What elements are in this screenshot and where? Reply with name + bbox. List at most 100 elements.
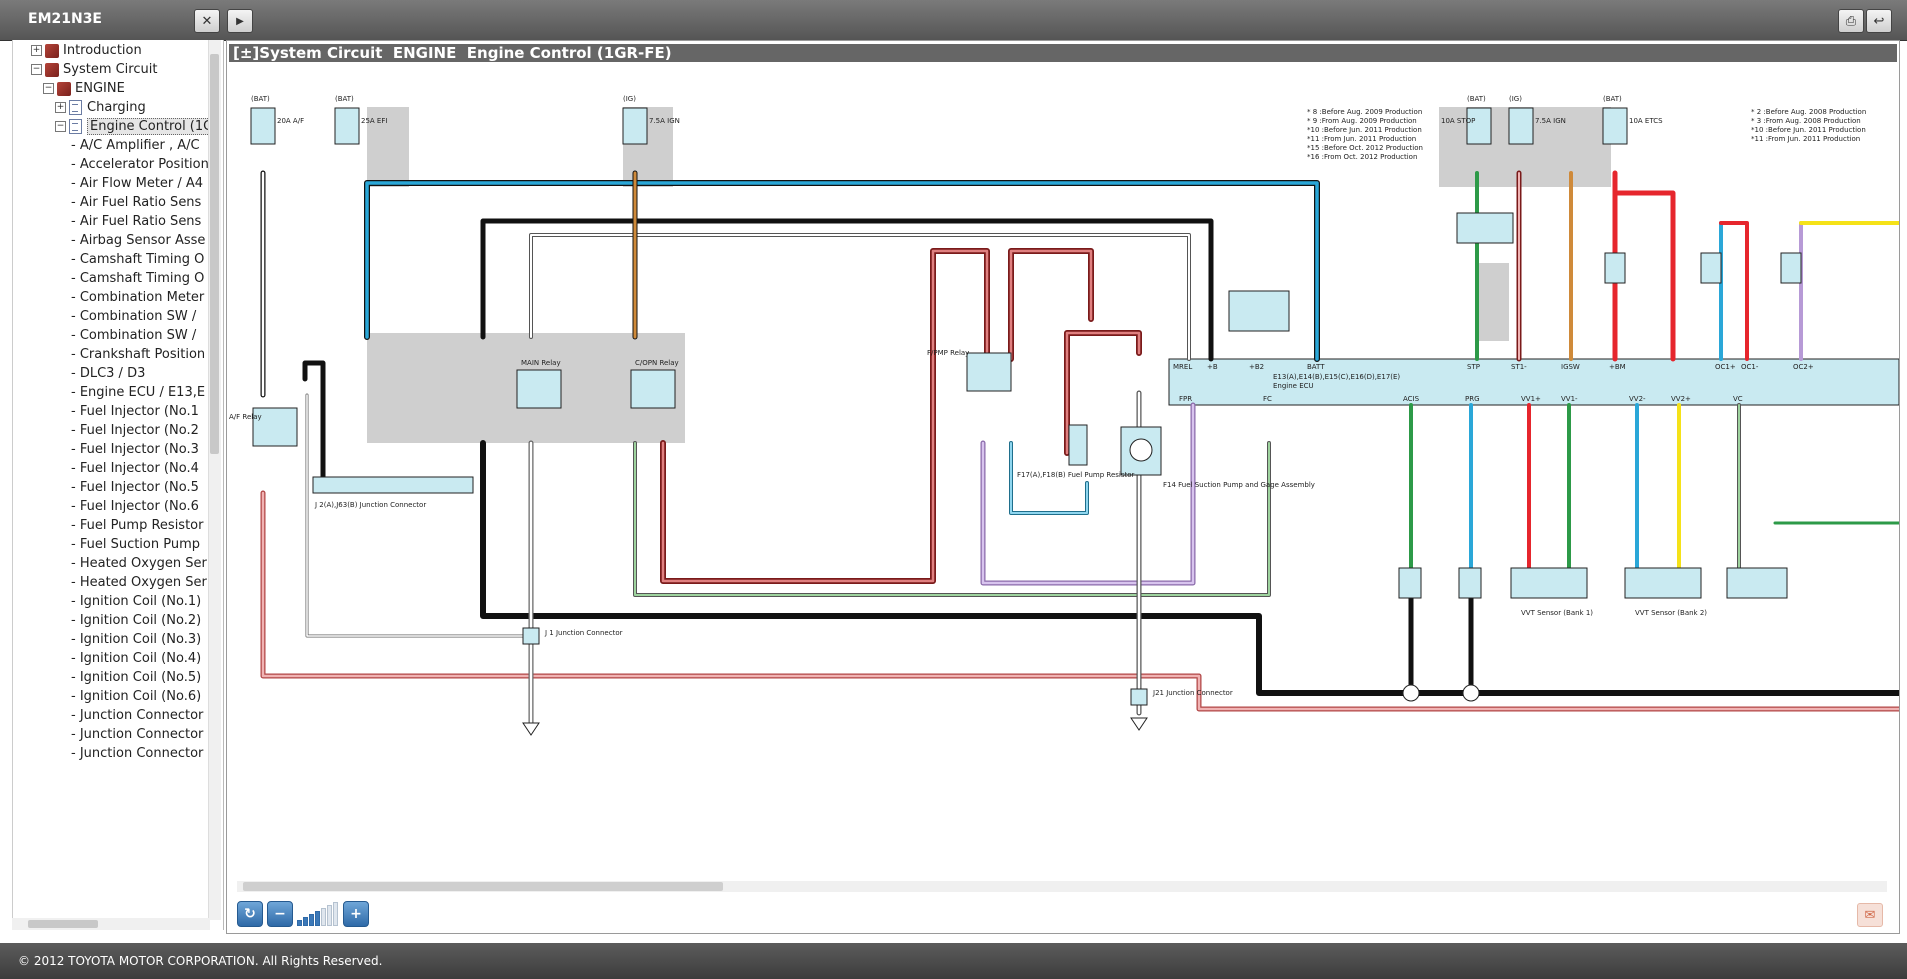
tree-item-label: - Fuel Injector (No.5 — [71, 480, 199, 495]
tree-item[interactable]: +Introduction — [31, 40, 142, 62]
tree-vertical-scrollbar[interactable] — [208, 40, 221, 920]
diagram-horizontal-scrollbar[interactable] — [237, 881, 1887, 892]
diagram-title[interactable]: [±]System Circuit ENGINE Engine Control … — [229, 44, 1897, 62]
tree-item[interactable]: - Combination Meter — [71, 287, 204, 309]
tree-item[interactable]: - Ignition Coil (No.6) — [71, 686, 201, 708]
tree-item[interactable]: - Ignition Coil (No.2) — [71, 610, 201, 632]
tree-item[interactable]: - Fuel Injector (No.6 — [71, 496, 199, 518]
book-icon — [57, 81, 71, 96]
refresh-icon: ↻ — [244, 906, 256, 922]
play-button[interactable]: ▶ — [227, 9, 253, 33]
tree-item[interactable]: - Fuel Injector (No.5 — [71, 477, 199, 499]
ecu-pin: PRG — [1465, 395, 1480, 403]
pump-label: F14 Fuel Suction Pump and Gage Assembly — [1163, 481, 1315, 489]
tree-item-label: - Junction Connector — [71, 746, 204, 761]
close-button[interactable]: ✕ — [194, 9, 220, 33]
tree-item[interactable]: - Ignition Coil (No.5) — [71, 667, 201, 689]
wiring-diagram[interactable]: (BAT) (BAT) (IG) (BAT) (IG) (BAT) 20A A/… — [227, 63, 1899, 878]
ecu-connector-label: E13(A),E14(B),E15(C),E16(D),E17(E) — [1273, 373, 1400, 381]
zoom-level-step[interactable] — [333, 902, 338, 926]
tree-item[interactable]: - Camshaft Timing O — [71, 268, 204, 290]
tree-item[interactable]: - Ignition Coil (No.3) — [71, 629, 201, 651]
scrollbar-thumb[interactable] — [210, 54, 219, 454]
zoom-level-step[interactable] — [321, 908, 326, 926]
collapse-icon[interactable]: − — [31, 64, 42, 75]
print-button[interactable]: ⎙ — [1838, 9, 1864, 33]
tree-item[interactable]: - Accelerator Position — [71, 154, 209, 176]
zoom-in-button[interactable]: + — [343, 901, 369, 927]
zoom-level-step[interactable] — [315, 911, 320, 926]
fpump-relay-label: F/PMP Relay — [927, 349, 969, 357]
collapse-icon[interactable]: − — [43, 83, 54, 94]
reset-zoom-button[interactable]: ↻ — [237, 901, 263, 927]
zoom-in-icon: + — [350, 906, 362, 922]
tree-item-label: Charging — [87, 100, 146, 115]
ecu-pin: VV2- — [1629, 395, 1646, 403]
tree-item[interactable]: - Camshaft Timing O — [71, 249, 204, 271]
tree-item-label: - Fuel Injector (No.4 — [71, 461, 199, 476]
tree-item[interactable]: - DLC3 / D3 — [71, 363, 145, 385]
tree-item[interactable]: - Junction Connector — [71, 705, 203, 727]
tree-item-label: Engine Control (1G — [87, 118, 217, 135]
tree-item-label: - Airbag Sensor Asse — [71, 233, 206, 248]
fuse-rating: 20A A/F — [277, 117, 304, 125]
tree-item-label: System Circuit — [63, 62, 158, 77]
ecu-pin: VV1- — [1561, 395, 1578, 403]
comment-button[interactable]: ✉ — [1857, 903, 1883, 927]
tree-item[interactable]: - Heated Oxygen Ser — [71, 553, 207, 575]
tree-item-label: - Junction Connector — [71, 708, 204, 723]
zoom-out-button[interactable]: − — [267, 901, 293, 927]
af-relay-label: A/F Relay — [229, 413, 262, 421]
zoom-level-step[interactable] — [297, 920, 302, 926]
zoom-level-step[interactable] — [309, 914, 314, 926]
tree-item[interactable]: - Junction Connector — [71, 724, 203, 746]
tree-item-label: - Fuel Injector (No.6 — [71, 499, 199, 514]
tree-item[interactable]: - Air Fuel Ratio Sens — [71, 192, 201, 214]
page-icon — [69, 119, 82, 134]
tree-item[interactable]: - Combination SW / — [71, 325, 196, 347]
tree-item[interactable]: - Fuel Suction Pump — [71, 534, 200, 556]
tree-item[interactable]: - Airbag Sensor Asse — [71, 230, 205, 252]
tree-item[interactable]: − Engine Control (1G — [55, 116, 217, 138]
tree-item[interactable]: - Ignition Coil (No.1) — [71, 591, 201, 613]
tree-item[interactable]: - Heated Oxygen Ser — [71, 572, 207, 594]
tree-item[interactable]: - Ignition Coil (No.4) — [71, 648, 201, 670]
expand-icon[interactable]: + — [31, 45, 42, 56]
tree-item[interactable]: - Fuel Injector (No.1 — [71, 401, 199, 423]
tree-item[interactable]: - Air Fuel Ratio Sens — [71, 211, 201, 233]
copyright-text: © 2012 TOYOTA MOTOR CORPORATION. All Rig… — [18, 954, 383, 968]
tree-item[interactable]: + Charging — [55, 97, 146, 119]
tree-horizontal-scrollbar[interactable] — [12, 918, 210, 930]
ecu-pin: ST1- — [1511, 363, 1527, 371]
tree-item[interactable]: - Air Flow Meter / A4 — [71, 173, 203, 195]
junction-connector-j2 — [312, 476, 474, 494]
j1-label: J 1 Junction Connector — [544, 629, 623, 637]
tree-item[interactable]: - Fuel Injector (No.3 — [71, 439, 199, 461]
print-icon: ⎙ — [1845, 13, 1857, 29]
tree-item[interactable]: - Engine ECU / E13,E — [71, 382, 205, 404]
scrollbar-thumb[interactable] — [243, 882, 723, 891]
production-note: * 2 :Before Aug. 2008 Production — [1751, 108, 1866, 116]
scrollbar-thumb[interactable] — [28, 920, 98, 928]
fuse-bus-label: (IG) — [623, 95, 636, 103]
production-note: * 9 :From Aug. 2009 Production — [1307, 117, 1417, 125]
tree-item-label: - Combination SW / — [71, 328, 197, 343]
tree-item[interactable]: −ENGINE — [43, 78, 125, 100]
top-bar: EM21N3E ✕ ▶ ⎙ ↩ — [0, 0, 1907, 41]
tree-item[interactable]: - Fuel Pump Resistor — [71, 515, 203, 537]
tree-item[interactable]: - Fuel Injector (No.4 — [71, 458, 199, 480]
zoom-level-step[interactable] — [303, 917, 308, 926]
tree-item[interactable]: - Fuel Injector (No.2 — [71, 420, 199, 442]
production-note: *16 :From Oct. 2012 Production — [1307, 153, 1417, 161]
tree-item[interactable]: - Crankshaft Position — [71, 344, 205, 366]
tree-item[interactable]: - Combination SW / — [71, 306, 196, 328]
tree-item[interactable]: − System Circuit — [31, 59, 157, 81]
zoom-level-step[interactable] — [327, 905, 332, 926]
expand-icon[interactable]: + — [55, 102, 66, 113]
tree-item[interactable]: - A/C Amplifier , A/C — [71, 135, 200, 157]
tree-item-label: - Fuel Suction Pump — [71, 537, 201, 552]
collapse-icon[interactable]: − — [55, 121, 66, 132]
tree-item-label: - Accelerator Position — [71, 157, 209, 172]
tree-item[interactable]: - Junction Connector — [71, 743, 203, 765]
back-button[interactable]: ↩ — [1866, 9, 1892, 33]
